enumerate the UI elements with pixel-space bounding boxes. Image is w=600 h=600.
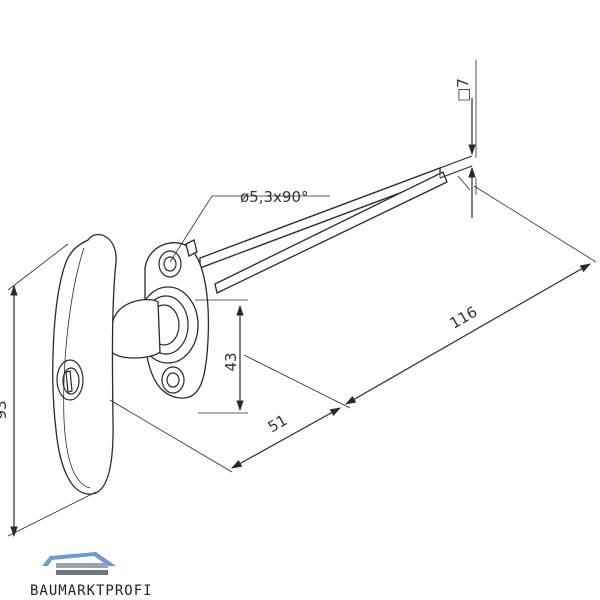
dimension-lines xyxy=(10,98,591,538)
dim-hole: ø5,3x90° xyxy=(240,188,309,206)
dim-51: 51 xyxy=(265,411,291,436)
dim-43: 43 xyxy=(222,352,240,371)
logo: BAUMARKTPROFI xyxy=(30,552,153,599)
logo-bar-top xyxy=(56,563,108,568)
lock-barrel xyxy=(111,298,161,359)
logo-text: BAUMARKTPROFI xyxy=(30,583,153,599)
logo-roof-icon xyxy=(42,552,116,566)
dim-93: 93 xyxy=(0,400,10,419)
dim-116: 116 xyxy=(447,303,481,333)
dim-square-7: □7 xyxy=(454,78,472,102)
logo-bar-bottom xyxy=(56,570,108,575)
t-handle xyxy=(52,234,117,495)
square-shaft xyxy=(199,155,473,294)
